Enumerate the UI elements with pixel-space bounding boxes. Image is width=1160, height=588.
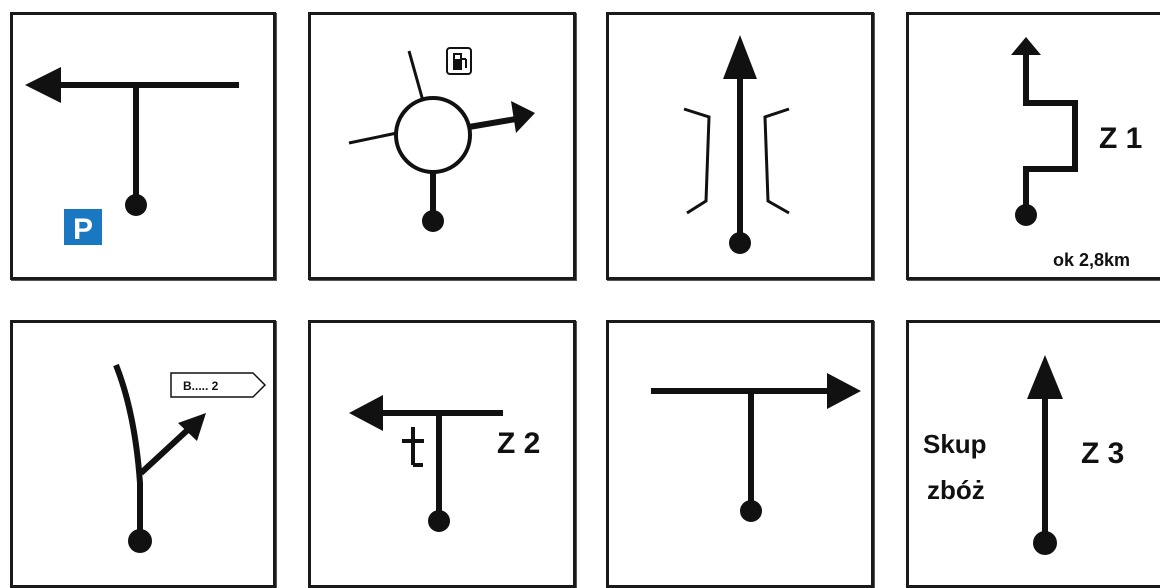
up-arrow-head xyxy=(723,35,757,79)
route-card-8: Skup zbóż Z 3 xyxy=(906,320,1160,588)
roundabout-exit-west xyxy=(348,131,398,145)
route-diagram-6: Z 2 xyxy=(349,395,540,532)
route-card-6: Z 2 xyxy=(308,320,576,588)
cross-icon xyxy=(402,427,424,467)
route-card-7 xyxy=(606,320,874,588)
right-arrow-head xyxy=(827,373,861,409)
main-road-curve xyxy=(113,363,143,533)
route-diagram-1: P xyxy=(25,67,239,247)
start-dot xyxy=(729,232,751,254)
zone-label: Z 1 xyxy=(1099,122,1142,155)
bridge-left-rail xyxy=(683,107,711,215)
start-dot xyxy=(128,529,152,553)
route-card-3 xyxy=(606,12,874,280)
branch-arrow-head xyxy=(178,413,206,441)
purchase-text-line2: zbóż xyxy=(927,475,985,505)
left-arrow-head xyxy=(25,67,61,103)
start-dot xyxy=(740,500,762,522)
roundabout-exit-east xyxy=(468,116,517,130)
route-diagram-4: Z 1 ok 2,8km xyxy=(1011,37,1142,270)
roundabout-ring xyxy=(394,96,472,174)
route-diagram-2 xyxy=(348,47,535,232)
zone-label: Z 3 xyxy=(1081,437,1124,470)
distance-label: ok 2,8km xyxy=(1053,250,1130,270)
detour-road-line xyxy=(1023,53,1078,213)
route-card-2 xyxy=(308,12,576,280)
zone-label: Z 2 xyxy=(497,427,540,460)
start-dot xyxy=(1015,204,1037,226)
bridge-right-rail xyxy=(763,107,790,215)
route-diagram-5: B..... 2 xyxy=(113,363,267,553)
start-dot xyxy=(428,510,450,532)
route-card-5: B..... 2 xyxy=(10,320,276,588)
route-card-1: P xyxy=(10,12,276,280)
route-diagram-8: Skup zbóż Z 3 xyxy=(923,355,1124,555)
start-dot xyxy=(125,194,147,216)
fuel-station-icon xyxy=(446,47,472,75)
start-dot xyxy=(422,210,444,232)
up-arrow-head xyxy=(1027,355,1063,399)
route-card-4: Z 1 ok 2,8km xyxy=(906,12,1160,280)
right-arrow-head xyxy=(511,101,535,133)
up-arrow-head xyxy=(1011,37,1041,55)
route-diagram-7 xyxy=(651,373,861,522)
roundabout-exit-north xyxy=(407,50,425,102)
parking-badge-text: P xyxy=(73,213,93,246)
start-dot xyxy=(1033,531,1057,555)
branch-road-line xyxy=(138,422,196,476)
purchase-text-line1: Skup xyxy=(923,429,987,459)
route-diagram-3 xyxy=(683,35,790,254)
left-arrow-head xyxy=(349,395,383,431)
direction-sign-shape xyxy=(170,372,267,398)
direction-sign-text: B..... 2 xyxy=(183,379,219,393)
parking-icon xyxy=(62,207,104,247)
